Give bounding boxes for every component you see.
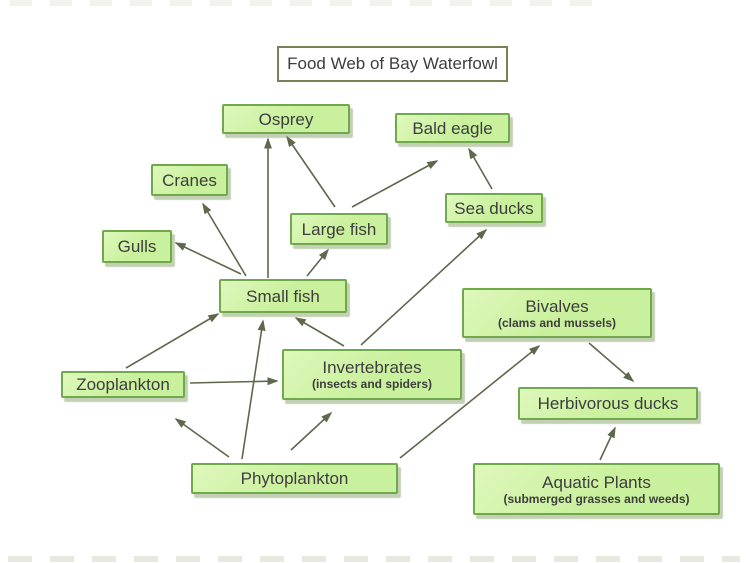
cropped-dash-artifact-bottom	[8, 556, 740, 562]
node-herbivorous-ducks: Herbivorous ducks	[518, 387, 698, 420]
node-sublabel: (submerged grasses and weeds)	[503, 491, 690, 506]
node-aquatic-plants: Aquatic Plants(submerged grasses and wee…	[473, 463, 720, 515]
node-label: Gulls	[117, 237, 157, 256]
node-label: Small fish	[246, 286, 320, 306]
node-cranes: Cranes	[151, 164, 228, 196]
arrow-sea-ducks-to-bald-eagle	[468, 147, 493, 190]
node-label: Phytoplankton	[240, 469, 349, 488]
node-large-fish: Large fish	[290, 213, 388, 245]
node-sublabel: (insects and spiders)	[311, 377, 433, 391]
node-label: Invertebrates	[322, 358, 422, 377]
node-label: Sea ducks	[454, 198, 534, 218]
arrow-small-fish-to-cranes	[202, 202, 247, 277]
arrow-zooplankton-to-invertebrates	[189, 377, 279, 386]
arrow-phytoplankton-to-zooplankton	[174, 418, 230, 458]
node-sublabel: (clams and mussels)	[497, 315, 617, 330]
node-label: Cranes	[162, 170, 217, 190]
cropped-dash-artifact-top	[10, 0, 595, 6]
arrow-phytoplankton-to-small-fish	[241, 319, 266, 460]
arrow-zooplankton-to-small-fish	[125, 313, 220, 369]
node-label: Bivalves	[525, 296, 589, 316]
node-label: Osprey	[258, 109, 314, 129]
arrow-large-fish-to-osprey	[286, 135, 336, 208]
node-gulls: Gulls	[102, 230, 172, 263]
node-zooplankton: Zooplankton	[61, 371, 185, 398]
node-label: Herbivorous ducks	[537, 394, 679, 413]
node-small-fish: Small fish	[219, 279, 347, 313]
arrow-small-fish-to-gulls	[174, 242, 242, 275]
node-label: Aquatic Plants	[542, 472, 651, 492]
arrow-large-fish-to-bald-eagle	[351, 160, 439, 208]
arrow-bivalves-to-herbivorous-ducks	[588, 342, 635, 383]
node-osprey: Osprey	[222, 104, 350, 134]
node-invertebrates: Invertebrates(insects and spiders)	[282, 349, 462, 400]
arrow-small-fish-to-large-fish	[306, 248, 330, 277]
arrow-invertebrates-to-sea-ducks	[360, 228, 488, 346]
node-bivalves: Bivalves(clams and mussels)	[462, 288, 652, 338]
arrow-invertebrates-to-small-fish	[294, 317, 345, 347]
node-label: Zooplankton	[76, 375, 170, 394]
node-label: Bald eagle	[412, 118, 493, 138]
arrow-phytoplankton-to-invertebrates	[290, 411, 333, 451]
node-label: Large fish	[301, 219, 377, 239]
diagram-title: Food Web of Bay Waterfowl	[277, 46, 508, 82]
arrow-phytoplankton-to-bivalves	[399, 344, 541, 459]
node-sea-ducks: Sea ducks	[445, 193, 543, 223]
arrow-aquatic-plants-to-herbivorous-ducks	[599, 426, 616, 461]
node-bald-eagle: Bald eagle	[395, 113, 510, 143]
node-phytoplankton: Phytoplankton	[191, 463, 398, 494]
